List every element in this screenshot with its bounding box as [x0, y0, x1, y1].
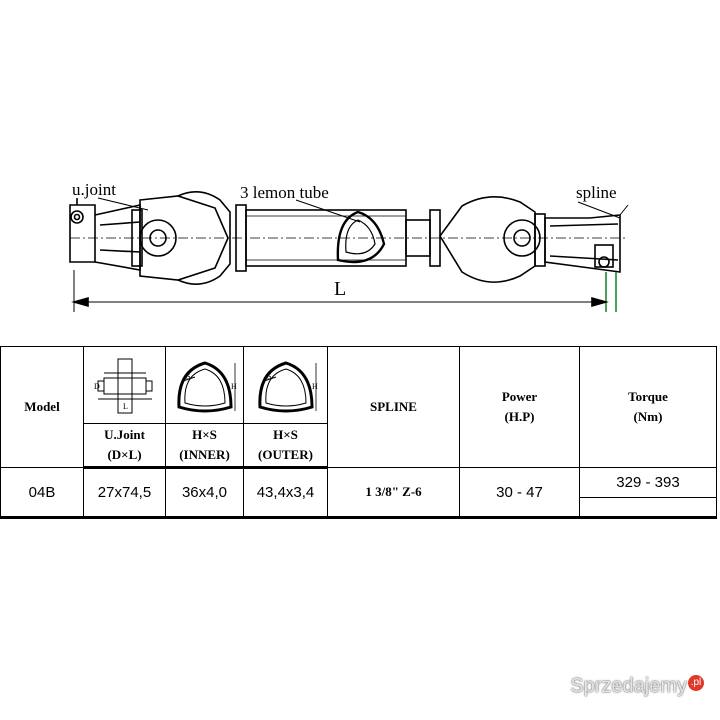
cell-model: 04B: [0, 467, 84, 519]
cell-torque: 329 - 393: [579, 467, 717, 519]
lemon-tube-section: [336, 210, 386, 264]
left-cross-bearing: [139, 219, 177, 257]
lemon-tube-label: 3 lemon tube: [240, 183, 329, 202]
outer-lemon-tube-icon: S H: [257, 361, 318, 413]
ujoint-cross-icon: D L: [94, 358, 152, 414]
header-row-2: U.Joint (D×L) H×S (INNER) H×S (OUTER): [1, 423, 717, 469]
cell-ujoint: 27x74,5: [83, 467, 166, 519]
right-tube-flange: [429, 209, 441, 267]
right-spline-hub: [544, 214, 621, 273]
header-outer: H×S (OUTER): [243, 423, 328, 469]
header-torque: Torque (Nm): [579, 346, 717, 468]
right-pin-boss: [594, 244, 614, 268]
right-yoke: [439, 196, 536, 283]
svg-text:L: L: [123, 402, 128, 411]
right-cross-bearing: [503, 219, 541, 257]
header-spline: SPLINE: [327, 346, 460, 468]
shaft-drawing: u.joint 3 lemon tube spline L: [0, 0, 720, 330]
ujoint-icon-cell: D L: [83, 346, 166, 424]
header-ujoint: U.Joint (D×L): [83, 423, 166, 469]
length-label: L: [334, 278, 347, 300]
cell-inner: 36x4,0: [165, 467, 244, 519]
svg-text:S: S: [267, 372, 271, 381]
data-row: 04B 27x74,5 36x4,0 43,4x3,4 1 3/8" Z-6 3…: [0, 467, 717, 519]
svg-text:S: S: [186, 372, 190, 381]
header-inner: H×S (INNER): [165, 423, 244, 469]
svg-text:H: H: [312, 382, 318, 391]
pto-shaft-diagram: [69, 191, 629, 312]
header-power: Power (H.P): [459, 346, 580, 468]
cell-outer: 43,4x3,4: [243, 467, 328, 519]
svg-text:H: H: [231, 382, 237, 391]
header-row: Model D L S: [0, 346, 717, 468]
cell-power: 30 - 47: [459, 467, 580, 519]
ujoint-label: u.joint: [72, 180, 116, 199]
inner-lemon-tube-icon: S H: [176, 361, 237, 413]
spline-label: spline: [576, 183, 617, 202]
left-pin-hole: [70, 210, 84, 224]
left-yoke: [139, 195, 229, 281]
right-pin-hole: [598, 256, 610, 268]
watermark-logo: Sprzedajemy.pl: [570, 675, 704, 698]
inner-tube-icon-cell: S H: [165, 346, 244, 424]
outer-tube-icon-cell: S H: [243, 346, 328, 424]
spec-table: Model D L S: [0, 346, 717, 519]
header-model: Model: [0, 346, 84, 468]
cell-spline: 1 3/8" Z-6: [327, 467, 460, 519]
svg-text:D: D: [94, 382, 100, 391]
